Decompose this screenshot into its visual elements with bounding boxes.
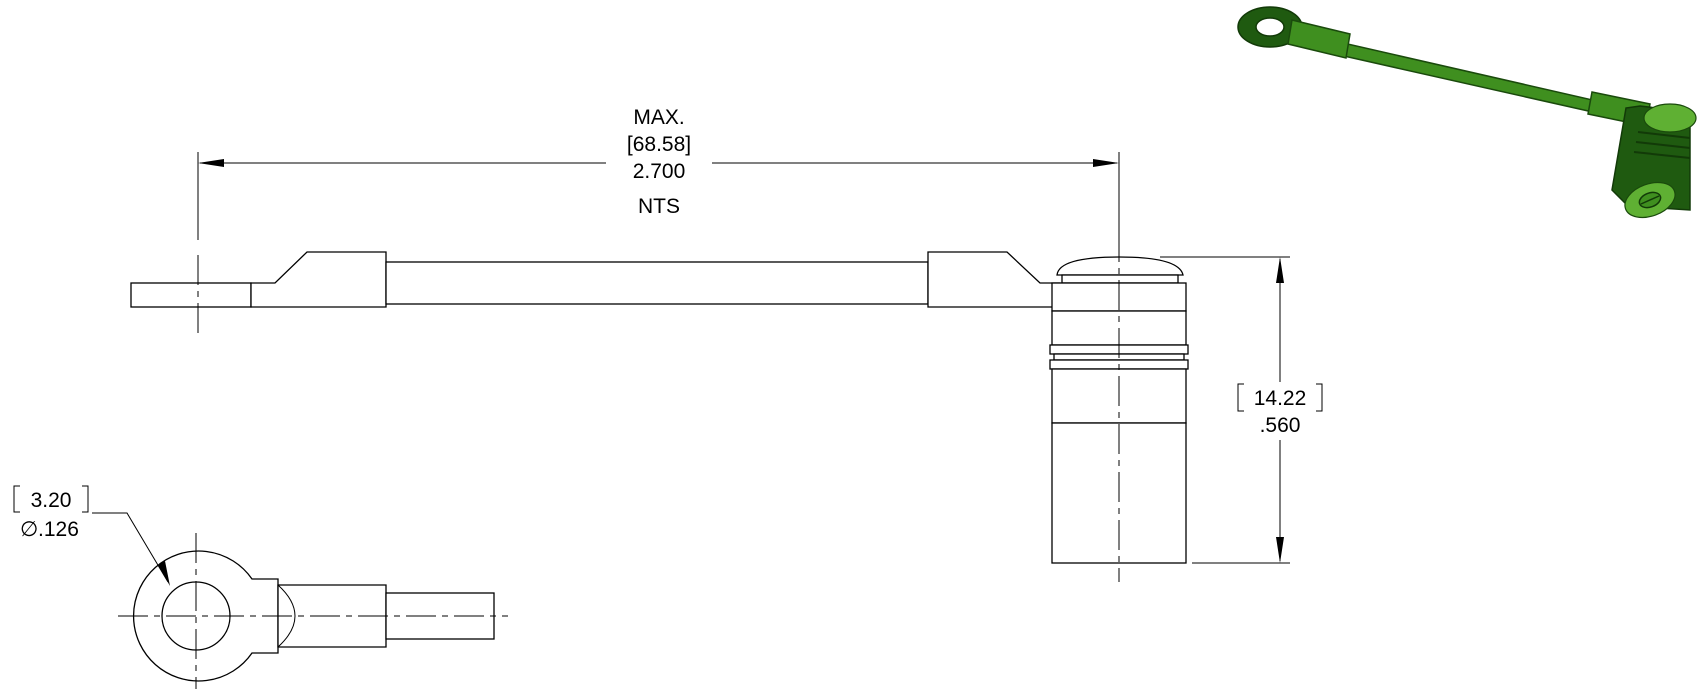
arrowhead-bottom — [1276, 537, 1284, 563]
hole-imperial: .126 — [38, 518, 79, 541]
left-crimp-barrel — [250, 251, 387, 308]
hole-metric: 3.20 — [31, 489, 72, 512]
barrel-curve — [277, 584, 296, 648]
iso-groove-2 — [1635, 141, 1691, 149]
length-metric: [68.58] — [627, 133, 691, 156]
iso-groove-1 — [1637, 131, 1691, 139]
hole-bracket-right — [82, 485, 89, 513]
length-qualifier: MAX. — [633, 106, 684, 129]
arrowhead-top — [1276, 257, 1284, 283]
height-metric: 14.22 — [1254, 387, 1307, 410]
side-view — [130, 232, 1189, 582]
length-imperial: 2.700 — [633, 160, 686, 183]
overall-length-dimension: MAX. [68.58] 2.700 NTS — [197, 106, 1120, 240]
cable — [385, 261, 929, 305]
connector-dome-cap — [1056, 256, 1184, 276]
right-crimp-barrel — [927, 251, 1061, 308]
iso-connector-top — [1643, 103, 1697, 133]
arrowhead-right — [1093, 159, 1119, 167]
isometric-view — [1237, 6, 1697, 219]
hole-leader-line — [92, 512, 169, 583]
height-bracket-right — [1316, 383, 1323, 412]
height-dimension: 14.22 .560 — [1160, 256, 1323, 564]
iso-left-sleeve — [1287, 19, 1351, 59]
ring-terminal-tab — [130, 282, 252, 308]
iso-cable — [1325, 39, 1611, 116]
height-bracket-left — [1237, 383, 1244, 412]
hole-leader-arrow — [158, 561, 170, 586]
connector-cap-ring — [1061, 274, 1179, 284]
length-note: NTS — [638, 195, 680, 218]
iso-ring-hole — [1255, 17, 1285, 37]
top-view: 3.20 ∅ .126 — [13, 485, 508, 689]
height-imperial: .560 — [1260, 414, 1301, 437]
iso-screw-slot — [1640, 195, 1660, 205]
iso-groove-3 — [1633, 151, 1691, 159]
diameter-symbol: ∅ — [20, 518, 38, 541]
hole-bracket-left — [13, 485, 20, 513]
arrowhead-left — [198, 159, 224, 167]
